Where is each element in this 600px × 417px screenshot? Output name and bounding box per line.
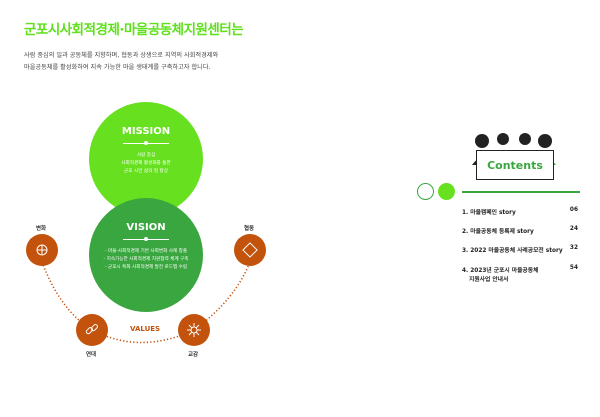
value-label-change: 변화: [36, 226, 47, 232]
divider: [123, 141, 169, 145]
contents-divider: [462, 191, 580, 193]
vision-title: VISION: [126, 222, 166, 233]
intro-line-2: 마을공동체를 활성화하여 지속 가능한 마을 생태계를 구축하고자 합니다.: [24, 64, 211, 71]
value-label-solidarity: 연대: [86, 352, 97, 358]
values-title: VALUES: [130, 325, 161, 333]
values-dotted-arc: [41, 261, 251, 344]
mission-line: 사람 중심: [136, 153, 156, 158]
puzzle-icon: [234, 234, 266, 266]
mission-line: 사회적경제 활성화를 통한: [121, 161, 171, 166]
value-label-empathy: 교감: [188, 352, 199, 358]
value-label-cooperation: 협동: [244, 226, 255, 232]
mission-circle: MISSION 사람 중심 사회적경제 활성화를 통한 군포 시민 삶의 질 향…: [89, 102, 203, 216]
filled-circle-decoration: [438, 183, 455, 200]
contents-banner: Contents: [476, 150, 554, 180]
network-icon: [178, 314, 210, 346]
outline-circle-decoration: [417, 183, 434, 200]
mission-title: MISSION: [121, 126, 171, 137]
vision-line: - 군포시 특화 사회적경제 발전 로드맵 수립: [104, 265, 188, 270]
divider: [123, 237, 169, 241]
mission-line: 군포 시민 삶의 질 향상: [124, 169, 168, 174]
globe-cycle-icon: [26, 234, 58, 266]
chain-link-icon: [76, 314, 108, 346]
vision-line: - 지속가능한 사회적경제 지원협력 체계 구축: [103, 257, 189, 262]
intro-line-1: 사람 중심의 일과 공동체를 지향하며, 협동과 상생으로 지역의 사회적경제와: [24, 52, 219, 59]
page-title: 군포시사회적경제·마을공동체지원센터는: [24, 22, 244, 38]
vision-line: - 마을·사회적경제 기반 사회변화 사례 창출: [104, 249, 188, 254]
vision-circle: VISION - 마을·사회적경제 기반 사회변화 사례 창출 - 지속가능한 …: [89, 198, 203, 312]
